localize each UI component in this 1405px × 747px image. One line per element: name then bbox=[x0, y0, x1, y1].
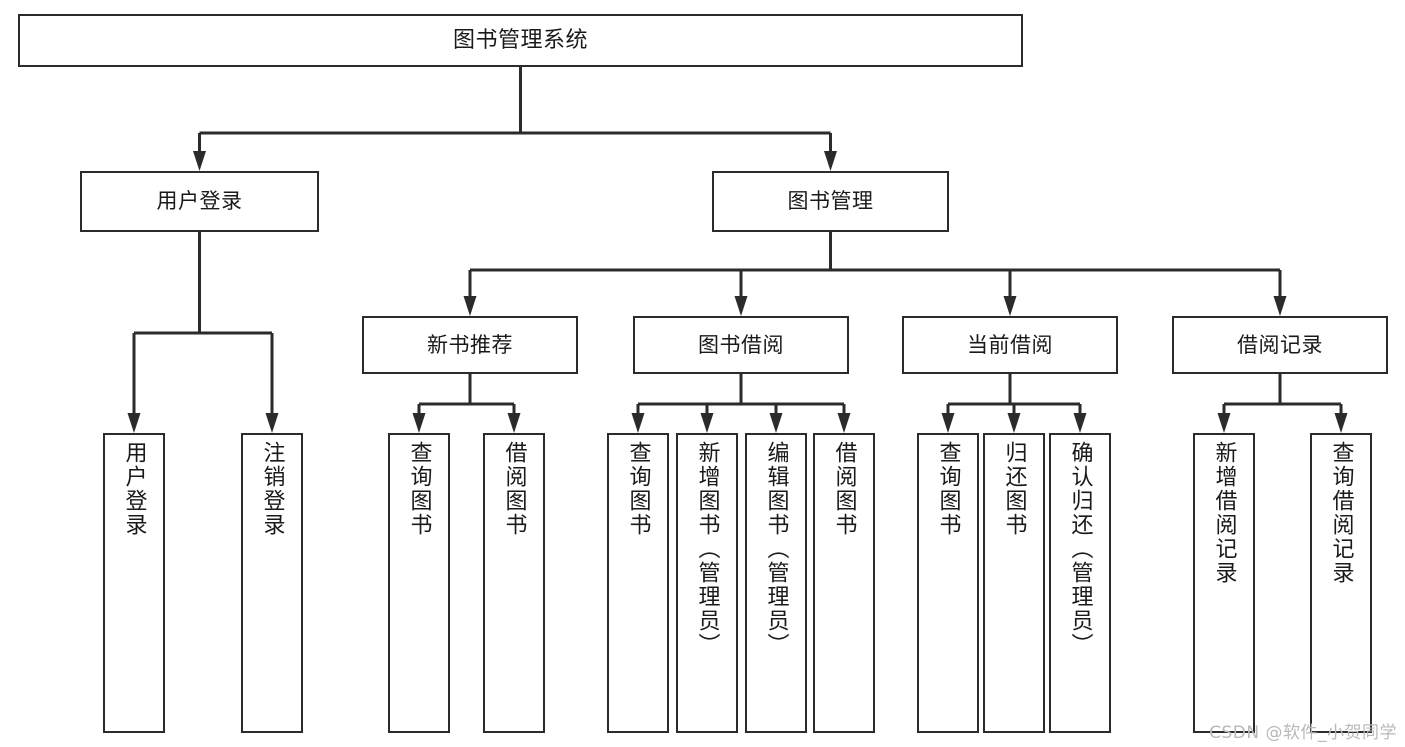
node-label: 确认归还（管理员） bbox=[1067, 441, 1093, 657]
node-root[interactable]: 图书管理系统 bbox=[18, 14, 1023, 67]
arrowhead-icon bbox=[837, 413, 851, 433]
arrowhead-icon bbox=[734, 296, 748, 316]
node-user-login[interactable]: 用户登录 bbox=[80, 171, 319, 232]
node-leaf-user-login[interactable]: 用户登录 bbox=[103, 433, 165, 733]
node-leaf-user-logout[interactable]: 注销登录 bbox=[241, 433, 303, 733]
node-label: 新增图书（管理员） bbox=[694, 441, 720, 657]
node-leaf-query-book-1[interactable]: 查询图书 bbox=[388, 433, 450, 733]
arrowhead-icon bbox=[1334, 413, 1348, 433]
arrowhead-icon bbox=[265, 413, 279, 433]
arrowhead-icon bbox=[193, 151, 206, 171]
node-label: 查询借阅记录 bbox=[1328, 441, 1354, 585]
node-label: 新书推荐 bbox=[427, 332, 513, 357]
node-label: 编辑图书（管理员） bbox=[763, 441, 789, 657]
node-leaf-query-book-3[interactable]: 查询图书 bbox=[917, 433, 979, 733]
arrowhead-icon bbox=[1073, 413, 1087, 433]
node-label: 查询图书 bbox=[625, 441, 651, 537]
arrowhead-icon bbox=[769, 413, 783, 433]
arrowhead-icon bbox=[507, 413, 521, 433]
node-leaf-confirm-return[interactable]: 确认归还（管理员） bbox=[1049, 433, 1111, 733]
arrowhead-icon bbox=[700, 413, 714, 433]
arrowhead-icon bbox=[412, 413, 426, 433]
node-current-borrow[interactable]: 当前借阅 bbox=[902, 316, 1118, 374]
node-new-book-rec[interactable]: 新书推荐 bbox=[362, 316, 578, 374]
node-label: 注销登录 bbox=[259, 441, 285, 537]
arrowhead-icon bbox=[463, 296, 477, 316]
node-label: 查询图书 bbox=[935, 441, 961, 537]
arrowhead-icon bbox=[1007, 413, 1021, 433]
arrowhead-icon bbox=[1273, 296, 1287, 316]
node-borrow-record[interactable]: 借阅记录 bbox=[1172, 316, 1388, 374]
arrowhead-icon bbox=[631, 413, 645, 433]
node-label: 当前借阅 bbox=[967, 332, 1053, 357]
node-label: 用户登录 bbox=[156, 189, 243, 214]
node-label: 用户登录 bbox=[121, 441, 147, 537]
node-leaf-query-record[interactable]: 查询借阅记录 bbox=[1310, 433, 1372, 733]
node-leaf-edit-book[interactable]: 编辑图书（管理员） bbox=[745, 433, 807, 733]
node-leaf-borrow-book-1[interactable]: 借阅图书 bbox=[483, 433, 545, 733]
arrowhead-icon bbox=[824, 151, 837, 171]
node-label: 归还图书 bbox=[1001, 441, 1027, 537]
node-label: 图书借阅 bbox=[698, 332, 784, 357]
node-label: 借阅图书 bbox=[831, 441, 857, 537]
node-book-manage[interactable]: 图书管理 bbox=[712, 171, 949, 232]
arrowhead-icon bbox=[1217, 413, 1231, 433]
node-label: 图书管理 bbox=[787, 189, 874, 214]
node-book-borrow[interactable]: 图书借阅 bbox=[633, 316, 849, 374]
arrowhead-icon bbox=[127, 413, 141, 433]
node-leaf-borrow-book-2[interactable]: 借阅图书 bbox=[813, 433, 875, 733]
node-label: 新增借阅记录 bbox=[1211, 441, 1237, 585]
node-label: 借阅记录 bbox=[1237, 332, 1323, 357]
arrowhead-icon bbox=[1003, 296, 1017, 316]
node-leaf-query-book-2[interactable]: 查询图书 bbox=[607, 433, 669, 733]
node-leaf-return-book[interactable]: 归还图书 bbox=[983, 433, 1045, 733]
node-label: 查询图书 bbox=[406, 441, 432, 537]
node-leaf-add-record[interactable]: 新增借阅记录 bbox=[1193, 433, 1255, 733]
node-leaf-add-book[interactable]: 新增图书（管理员） bbox=[676, 433, 738, 733]
node-label: 借阅图书 bbox=[501, 441, 527, 537]
arrowhead-icon bbox=[941, 413, 955, 433]
node-label: 图书管理系统 bbox=[452, 27, 588, 53]
